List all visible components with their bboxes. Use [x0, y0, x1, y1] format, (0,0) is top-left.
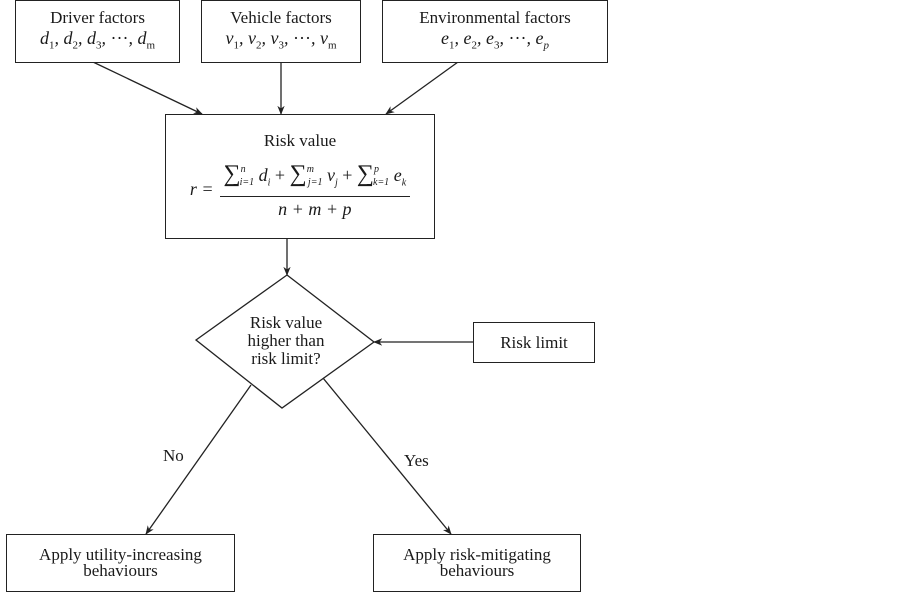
- driver-factors-box: Driver factors d1, d2, d3, ···, dm: [15, 0, 180, 63]
- vehicle-factors-box: Vehicle factors v1, v2, v3, ···, vm: [201, 0, 361, 63]
- driver-factors-title: Driver factors: [50, 7, 145, 27]
- risk-formula: r = ∑ni=1 di + ∑mj=1 vj + ∑pk=1 ek n + m…: [189, 160, 411, 219]
- arrow-environment-to-risk: [385, 61, 459, 115]
- risk-limit-label: Risk limit: [500, 333, 568, 352]
- arrow-yes-branch: [322, 377, 452, 535]
- utility-increasing-box: Apply utility-increasing behaviours: [6, 534, 235, 592]
- environmental-factors-box: Environmental factors e1, e2, e3, ···, e…: [382, 0, 608, 63]
- risk-mitigating-box: Apply risk-mitigating behaviours: [373, 534, 581, 592]
- formula-numerator: ∑ni=1 di + ∑mj=1 vj + ∑pk=1 ek: [219, 160, 411, 197]
- branch-label-yes: Yes: [404, 451, 429, 470]
- risk-limit-box: Risk limit: [473, 322, 595, 363]
- risk-value-title: Risk value: [263, 131, 337, 150]
- branch-label-no: No: [163, 446, 184, 465]
- decision-diamond: [194, 274, 376, 409]
- vehicle-factors-vars: v1, v2, v3, ···, vm: [225, 27, 337, 52]
- formula-denominator: n + m + p: [278, 198, 352, 219]
- environmental-factors-vars: e1, e2, e3, ···, ep: [441, 27, 549, 52]
- formula-lhs: r =: [189, 178, 214, 199]
- decision-text: Risk value higher than risk limit?: [247, 313, 325, 368]
- vehicle-factors-title: Vehicle factors: [230, 7, 332, 27]
- environmental-factors-title: Environmental factors: [419, 7, 571, 27]
- risk-value-box: Risk value r = ∑ni=1 di + ∑mj=1 vj + ∑pk…: [165, 114, 435, 239]
- arrow-no-branch: [145, 384, 252, 535]
- formula-fraction: ∑ni=1 di + ∑mj=1 vj + ∑pk=1 ek n + m + p: [219, 160, 411, 219]
- driver-factors-vars: d1, d2, d3, ···, dm: [39, 27, 156, 52]
- arrow-driver-to-risk: [92, 61, 203, 115]
